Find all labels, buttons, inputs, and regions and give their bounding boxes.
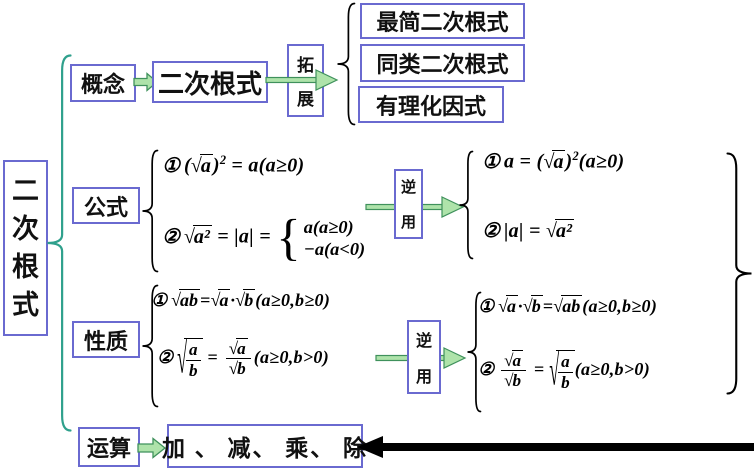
- long-arrow-icon: [265, 69, 339, 91]
- operations-list: 加 、 减、 乘、 除: [162, 436, 368, 461]
- concept-box: 概念: [70, 64, 136, 102]
- radical-node-box: 二次根式: [152, 61, 268, 103]
- formula-pr1: ①√a·√b=√ab(a≥0,b≥0): [478, 295, 658, 316]
- root-char: 式: [12, 289, 39, 320]
- operation-label: 运算: [86, 436, 131, 461]
- property-label: 性质: [83, 328, 128, 354]
- formula-gr2: ②|a| = √a²: [482, 219, 574, 242]
- expand-char: 展: [297, 90, 314, 109]
- property-right-brace: [467, 291, 482, 413]
- reverse-char: 逆: [415, 333, 432, 350]
- concept-brace: [337, 2, 356, 126]
- formula-gl1: ①(√a)2 = a(a≥0): [162, 153, 305, 177]
- reverse-use-box: 逆 用: [407, 320, 441, 394]
- property-box: 性质: [72, 321, 140, 358]
- root-node-box: 二 次 根 式: [3, 160, 48, 336]
- return-arrow-icon: [357, 436, 754, 458]
- item-label: 最简二次根式: [376, 10, 509, 35]
- property-left-brace: [142, 284, 159, 408]
- reverse-char: 用: [415, 369, 432, 386]
- operation-box: 运算: [78, 427, 140, 467]
- formula-box: 公式: [72, 187, 140, 224]
- operations-list-box: 加 、 减、 乘、 除: [162, 424, 366, 468]
- item-like-radical: 同类二次根式: [360, 44, 525, 82]
- formula-right-brace: [459, 150, 474, 260]
- formula-left-brace: [142, 149, 159, 273]
- root-char: 根: [12, 251, 39, 282]
- reverse-char: 逆: [400, 180, 416, 196]
- reverse-char: 用: [400, 215, 416, 231]
- item-simplest-radical: 最简二次根式: [360, 3, 525, 39]
- item-label: 同类二次根式: [376, 52, 509, 77]
- formula-gl2: ②√a² = |a| = {a(a≥0)−a(a<0): [162, 209, 366, 266]
- concept-label: 概念: [80, 72, 125, 97]
- item-label: 有理化因式: [375, 93, 486, 119]
- root-char: 次: [12, 213, 39, 244]
- reverse-use-box: 逆 用: [394, 169, 423, 239]
- root-char: 二: [12, 175, 39, 206]
- main-brace: [47, 54, 72, 432]
- closing-brace: [726, 152, 752, 395]
- expand-char: 拓: [297, 56, 314, 75]
- formula-pl1: ①√ab=√a·√b(a≥0,b≥0): [151, 289, 331, 310]
- block-arrow-icon: [137, 437, 167, 459]
- formula-label: 公式: [83, 194, 128, 220]
- item-rationalizing-factor: 有理化因式: [358, 86, 504, 123]
- radical-node-label: 二次根式: [157, 69, 262, 99]
